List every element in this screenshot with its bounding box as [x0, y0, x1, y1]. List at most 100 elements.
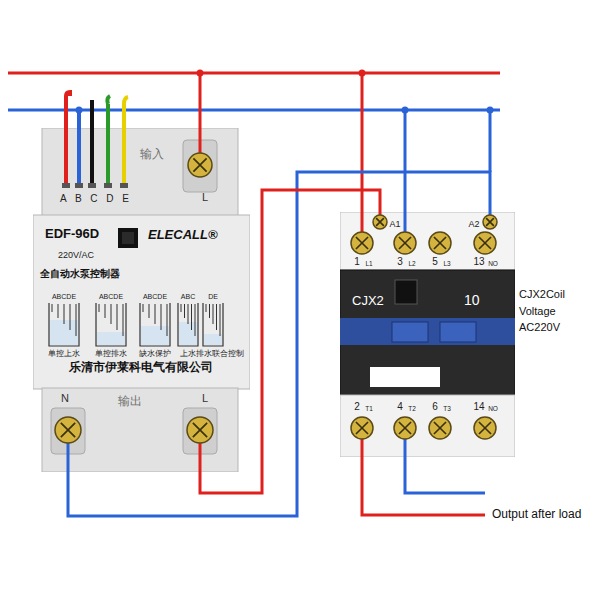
screw-terminal [474, 417, 496, 439]
mode-caption: 上水排水联合控制 [180, 350, 244, 359]
indicator-button [118, 228, 138, 248]
output-neutral-stub [404, 439, 407, 457]
screw-terminal [474, 232, 496, 254]
sensor-wire [77, 128, 81, 184]
housing-bottom [42, 388, 238, 472]
tank-outline [49, 303, 79, 346]
screw-cross [193, 158, 206, 171]
blue-band-slot [392, 322, 428, 342]
input-live-wire [199, 128, 202, 153]
probe-line [181, 304, 182, 312]
terminal-code: L3 [443, 260, 450, 267]
screw-cross [356, 237, 368, 249]
coil-terminal-label: A1 [389, 219, 400, 229]
terminal-number: 2 [354, 401, 360, 413]
terminal-number: 1 [354, 256, 360, 268]
probe-line [58, 304, 59, 318]
output-mark: 输出 [118, 395, 142, 409]
sensor-wire [90, 100, 94, 128]
terminal-label: L [202, 392, 208, 405]
contactor-top [340, 212, 515, 270]
output-live-stub [199, 443, 202, 472]
probe-line [213, 304, 214, 324]
probe-line [76, 304, 77, 336]
tank-outline [203, 303, 223, 346]
product-name: 全自动水泵控制器 [40, 268, 120, 280]
screw-terminal [187, 417, 213, 443]
probe-line [123, 304, 124, 336]
water-level [97, 332, 125, 345]
probe-line [64, 304, 65, 324]
terminal-label: N [61, 392, 69, 405]
supply-neutral-stub [404, 212, 407, 232]
terminal-number: 6 [432, 401, 438, 413]
contactor-bottom [340, 395, 515, 457]
front-panel [33, 215, 250, 389]
screw-cross [434, 422, 446, 434]
screw-cross [61, 423, 75, 437]
brand-name: ELECALL® [148, 228, 218, 243]
terminal-code: T1 [365, 405, 373, 412]
coil-neutral-wire [489, 110, 492, 172]
sensor-wire [64, 128, 68, 184]
probe-line [99, 304, 100, 312]
supply-neutral-wire [404, 110, 407, 212]
blue-band [340, 318, 515, 345]
input-mark: 输入 [140, 148, 164, 162]
probe-line [52, 304, 53, 312]
probe-line [191, 304, 192, 330]
water-level [204, 334, 222, 345]
screw-cross [479, 422, 491, 434]
junction-dot [76, 107, 83, 114]
sensor-wire [66, 92, 70, 128]
probe-line [195, 304, 196, 336]
housing-top [42, 128, 238, 216]
tank-outline [96, 303, 126, 346]
screw-terminal [394, 417, 416, 439]
mode-caption: 单控上水 [48, 350, 80, 359]
indicator-button [122, 232, 134, 244]
controller-module-outline [33, 128, 250, 472]
screw-terminal [394, 232, 416, 254]
probe-letters: DE [208, 293, 218, 301]
live-bus-wire [8, 72, 500, 75]
terminal-label: L [202, 191, 208, 204]
screw-cross [193, 423, 207, 437]
probe-letters: ABCDE [143, 293, 167, 301]
terminal-code: L1 [365, 260, 372, 267]
tank-outline [178, 303, 198, 346]
armature-window [395, 280, 417, 304]
junction-dot [359, 70, 366, 77]
probe-letters: ABC [181, 293, 195, 301]
name-plate [370, 367, 440, 387]
terminal-number: 4 [397, 401, 403, 413]
terminal-code: T3 [443, 405, 451, 412]
probe-line [167, 304, 168, 336]
terminal-number: 3 [397, 256, 403, 268]
screw-cross [486, 218, 494, 226]
screw-cross [479, 237, 491, 249]
wire-hole [62, 183, 70, 188]
junction-dot [402, 107, 409, 114]
screw-terminal [429, 417, 451, 439]
controller-module: EDF-96DELECALL®220V/AC全自动水泵控制器乐清市伊莱科电气有限… [33, 128, 250, 472]
rating-text: 220V/AC [58, 250, 94, 260]
probe-letters: ABCDE [52, 293, 76, 301]
terminal-code: L2 [408, 260, 415, 267]
probe-line [143, 304, 144, 312]
junction-dot [487, 107, 494, 114]
tank-outline [140, 303, 170, 346]
terminal-code: NO [488, 260, 498, 267]
mode-caption: 缺水保护 [139, 350, 171, 359]
probe-letters: ABCDE [99, 293, 123, 301]
supply-live-stub [361, 212, 364, 232]
water-level [179, 322, 197, 345]
output-neutral-stub [67, 443, 70, 472]
probe-line [184, 304, 185, 318]
probe-line [111, 304, 112, 324]
screw-terminal [188, 153, 212, 177]
screw-cross [399, 422, 411, 434]
terminal-code: T2 [408, 405, 416, 412]
